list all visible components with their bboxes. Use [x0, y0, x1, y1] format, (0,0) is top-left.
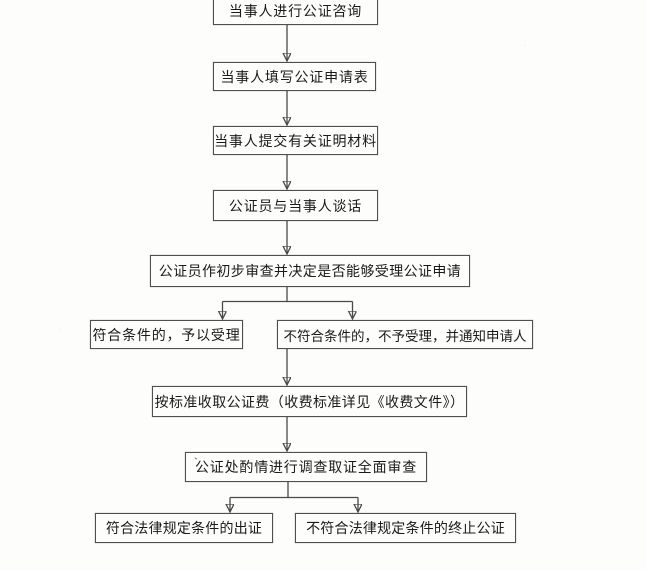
- flow-node-label: 当事人提交有关证明材料: [214, 134, 377, 150]
- flow-node-consultation: 当事人进行公证咨询: [213, 0, 378, 25]
- flow-node-terminate: 不符合法律规定条件的终止公证: [295, 513, 516, 543]
- flow-node-fill-application: 当事人填写公证申请表: [213, 62, 376, 91]
- flow-node-label: 符合法律规定条件的出证: [105, 522, 263, 537]
- flow-node-label: 不符合条件的，不予受理，并通知申请人: [283, 328, 527, 344]
- flow-node-label: 公证员作初步审查并决定是否能够受理公证申请: [158, 265, 462, 280]
- flow-node-label: 不符合法律规定条件的终止公证: [306, 522, 505, 537]
- flow-node-submit-materials: 当事人提交有关证明材料: [213, 126, 378, 155]
- flow-node-investigation: ˋ 公证处酌情进行调查取证全面审查: [185, 452, 427, 482]
- flow-node-label: 公证处酌情进行调查取证全面审查: [195, 461, 417, 476]
- flow-node-accept: 符合条件的，予以受理: [90, 320, 243, 349]
- flow-node-preliminary-review: 公证员作初步审查并决定是否能够受理公证申请: [150, 255, 470, 287]
- flow-node-label: 按标准收取公证费（收费标准详见《收费文件》）: [154, 395, 465, 411]
- edge-review-split: [222, 287, 288, 303]
- edge-investigation-split: [230, 482, 289, 499]
- flow-node-label: 当事人填写公证申请表: [220, 70, 369, 86]
- flow-node-label: 当事人进行公证咨询: [228, 4, 363, 20]
- flow-node-interview: 公证员与当事人谈话: [213, 190, 378, 221]
- flow-node-label: 符合条件的，予以受理: [92, 328, 241, 344]
- flow-node-collect-fee: 按标准收取公证费（收费标准详见《收费文件》）: [152, 386, 467, 417]
- flow-node-label: 公证员与当事人谈话: [228, 199, 363, 215]
- scan-stray-mark: ˋ: [194, 455, 198, 469]
- flow-node-issue-certificate: 符合法律规定条件的出证: [95, 513, 273, 543]
- flow-node-reject: 不符合条件的，不予受理，并通知申请人: [277, 320, 533, 349]
